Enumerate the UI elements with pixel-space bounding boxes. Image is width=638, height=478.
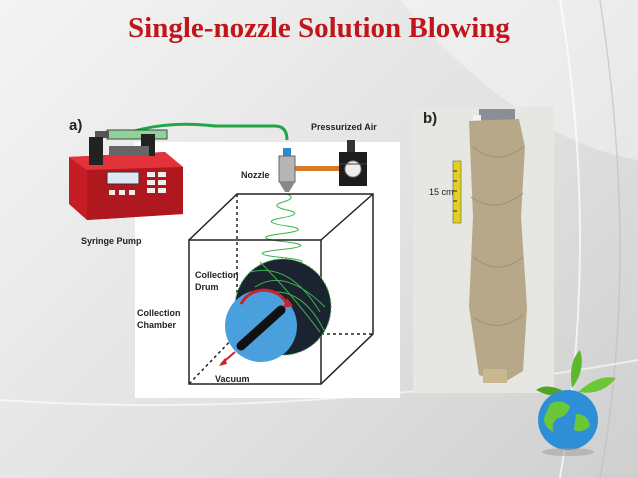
collection-drum-label-line2: Drum [195, 282, 219, 292]
syringe-pump-label: Syringe Pump [81, 236, 142, 246]
slide-title: Single-nozzle Solution Blowing [128, 12, 510, 44]
panel-label-b: b) [423, 110, 438, 127]
nozzle-label: Nozzle [241, 170, 270, 180]
vacuum-label: Vacuum [215, 374, 250, 384]
pressure-regulator-icon [339, 140, 367, 186]
scale-label: 15 cm [429, 187, 454, 197]
figure-a: a) Pressurized Air Nozzle Syringe Pump C… [55, 112, 400, 398]
figure-b-photo: b) 15 cm [413, 107, 554, 393]
collection-chamber-label-line1: Collection [137, 308, 181, 318]
collection-chamber-label-line2: Chamber [137, 320, 177, 330]
nozzle-icon [278, 148, 296, 192]
ruler-icon [452, 160, 462, 224]
syringe-icon [106, 129, 168, 140]
apparatus-diagram [69, 122, 400, 398]
collection-drum-icon [219, 258, 332, 366]
globe-leaf-icon [536, 350, 616, 456]
feed-tube [124, 122, 289, 141]
fiber-mat-photo [413, 107, 554, 393]
pressurized-air-label: Pressurized Air [311, 122, 377, 132]
collection-drum-label-line1: Collection [195, 270, 239, 280]
panel-label-a: a) [69, 117, 83, 134]
air-pipe [295, 166, 339, 171]
syringe-pump-icon [69, 134, 183, 220]
